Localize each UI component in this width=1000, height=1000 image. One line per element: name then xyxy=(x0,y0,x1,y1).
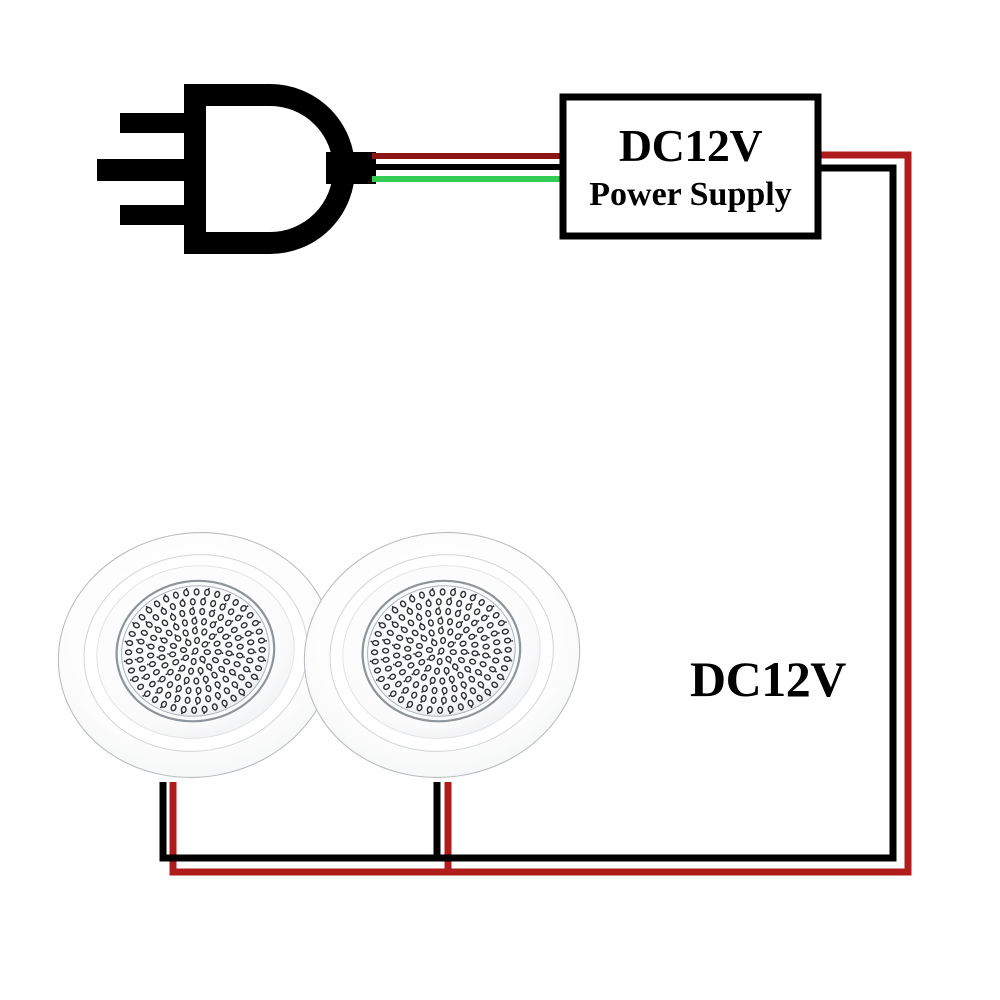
plug-cable-stub xyxy=(326,152,376,184)
plug-prong-top xyxy=(120,113,200,133)
ac-plug-icon xyxy=(97,84,376,254)
output-cable xyxy=(159,151,912,876)
power-supply-box[interactable] xyxy=(559,93,822,240)
negative-bus-wire xyxy=(159,164,897,862)
plug-prong-middle xyxy=(97,159,200,181)
input-cable xyxy=(372,153,563,182)
positive-bus-wire xyxy=(169,151,912,876)
led-downlight-2[interactable] xyxy=(285,511,599,799)
plug-prong-bottom xyxy=(120,205,200,225)
dc-output-label: DC12V xyxy=(690,651,846,707)
